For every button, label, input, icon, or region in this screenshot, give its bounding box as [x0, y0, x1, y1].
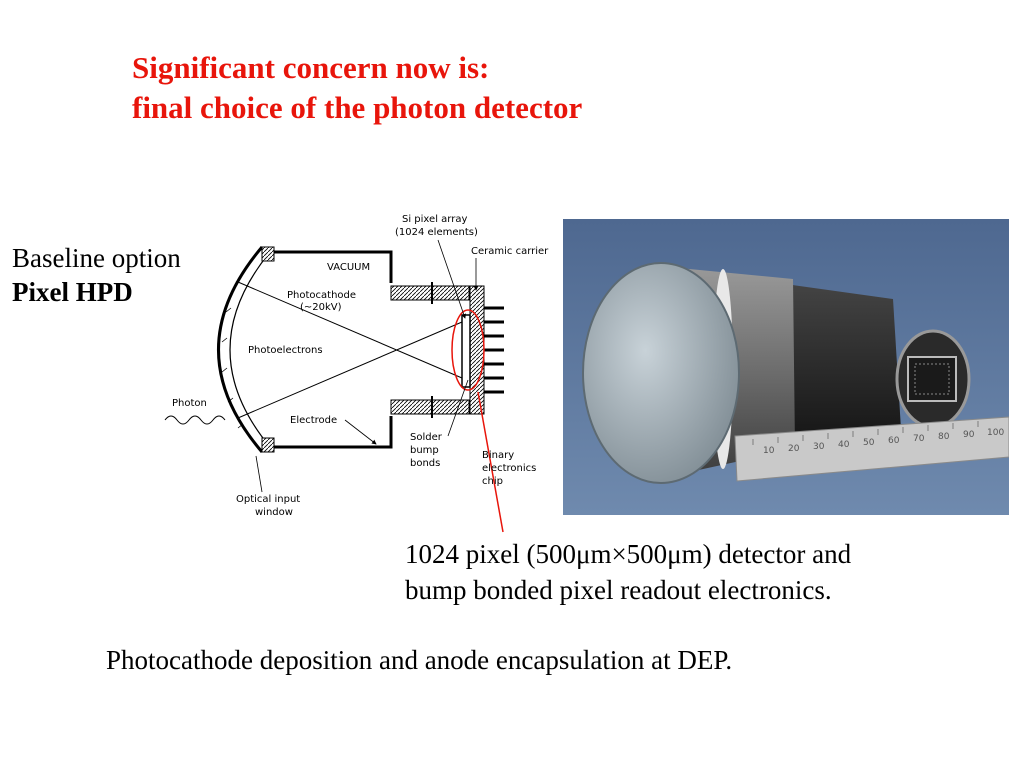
carrier-pins [484, 306, 504, 394]
ruler-tick-10: 100 [987, 428, 1004, 438]
slide-title: Significant concern now is: final choice… [132, 48, 582, 128]
caption-line-2: bump bonded pixel readout electronics. [405, 575, 832, 605]
vacuum-body-bottom [274, 416, 393, 449]
label-window-1: Optical input [236, 494, 300, 505]
photon-wave [164, 415, 226, 425]
label-binary-2: electronics [482, 463, 536, 474]
photo-caption: 1024 pixel (500μm×500μm) detector and bu… [405, 536, 851, 608]
label-photon: Photon [172, 398, 207, 409]
title-line-1: Significant concern now is: [132, 50, 490, 85]
label-window-2: window [255, 507, 293, 518]
photo-lens [582, 262, 740, 484]
ruler-tick-6: 60 [888, 436, 900, 446]
vacuum-body-top [274, 250, 393, 283]
ruler-tick-8: 80 [938, 432, 950, 442]
label-solder-1: Solder [410, 432, 443, 443]
ruler-tick-1: 10 [763, 446, 775, 456]
ruler-tick-9: 90 [963, 430, 975, 440]
photo-rear-body [778, 283, 901, 447]
ruler-labels: 10 20 30 40 50 60 70 80 90 100 [763, 428, 1004, 456]
window-cap-top [261, 246, 275, 262]
ruler-tick-4: 40 [838, 440, 850, 450]
window-cap-bottom [261, 437, 275, 453]
optical-window-outer [217, 246, 264, 453]
caption-line-1: 1024 pixel (500μm×500μm) detector and [405, 539, 852, 569]
highlight-pointer [477, 391, 504, 533]
si-pixel-array [461, 314, 471, 388]
label-binary-1: Binary [482, 450, 514, 461]
title-line-2: final choice of the photon detector [132, 90, 583, 125]
label-photocathode-2: (~20kV) [300, 302, 342, 313]
ruler-tick-7: 70 [913, 434, 925, 444]
anode-tube-top [390, 285, 470, 301]
highlight-ellipse [451, 309, 485, 391]
baseline-line-1: Baseline option [12, 243, 181, 273]
optical-window-inner [229, 251, 271, 448]
baseline-line-2: Pixel HPD [12, 277, 133, 307]
photo-ruler [734, 416, 1009, 482]
hpd-photo: 10 20 30 40 50 60 70 80 90 100 [563, 219, 1009, 515]
electron-trajectories [237, 281, 463, 419]
window-ticks [221, 277, 244, 429]
label-si-array-2: (1024 elements) [395, 227, 478, 238]
ceramic-carrier [469, 285, 485, 415]
label-photoelectrons: Photoelectrons [248, 345, 323, 356]
baseline-option: Baseline option Pixel HPD [12, 241, 181, 309]
label-photocathode-1: Photocathode [287, 290, 356, 301]
label-vacuum: VACUUM [327, 262, 370, 273]
ruler-tick-2: 20 [788, 444, 800, 454]
ruler-tick-3: 30 [813, 442, 825, 452]
label-binary-3: chip [482, 476, 503, 487]
footer-note: Photocathode deposition and anode encaps… [106, 645, 733, 675]
label-electrode: Electrode [290, 415, 337, 426]
ruler-tick-5: 50 [863, 438, 875, 448]
label-solder-2: bump [410, 445, 439, 456]
anode-tube-bottom [390, 399, 470, 415]
label-ceramic: Ceramic carrier [471, 246, 549, 257]
label-si-array-1: Si pixel array [402, 214, 467, 225]
label-solder-3: bonds [410, 458, 440, 469]
